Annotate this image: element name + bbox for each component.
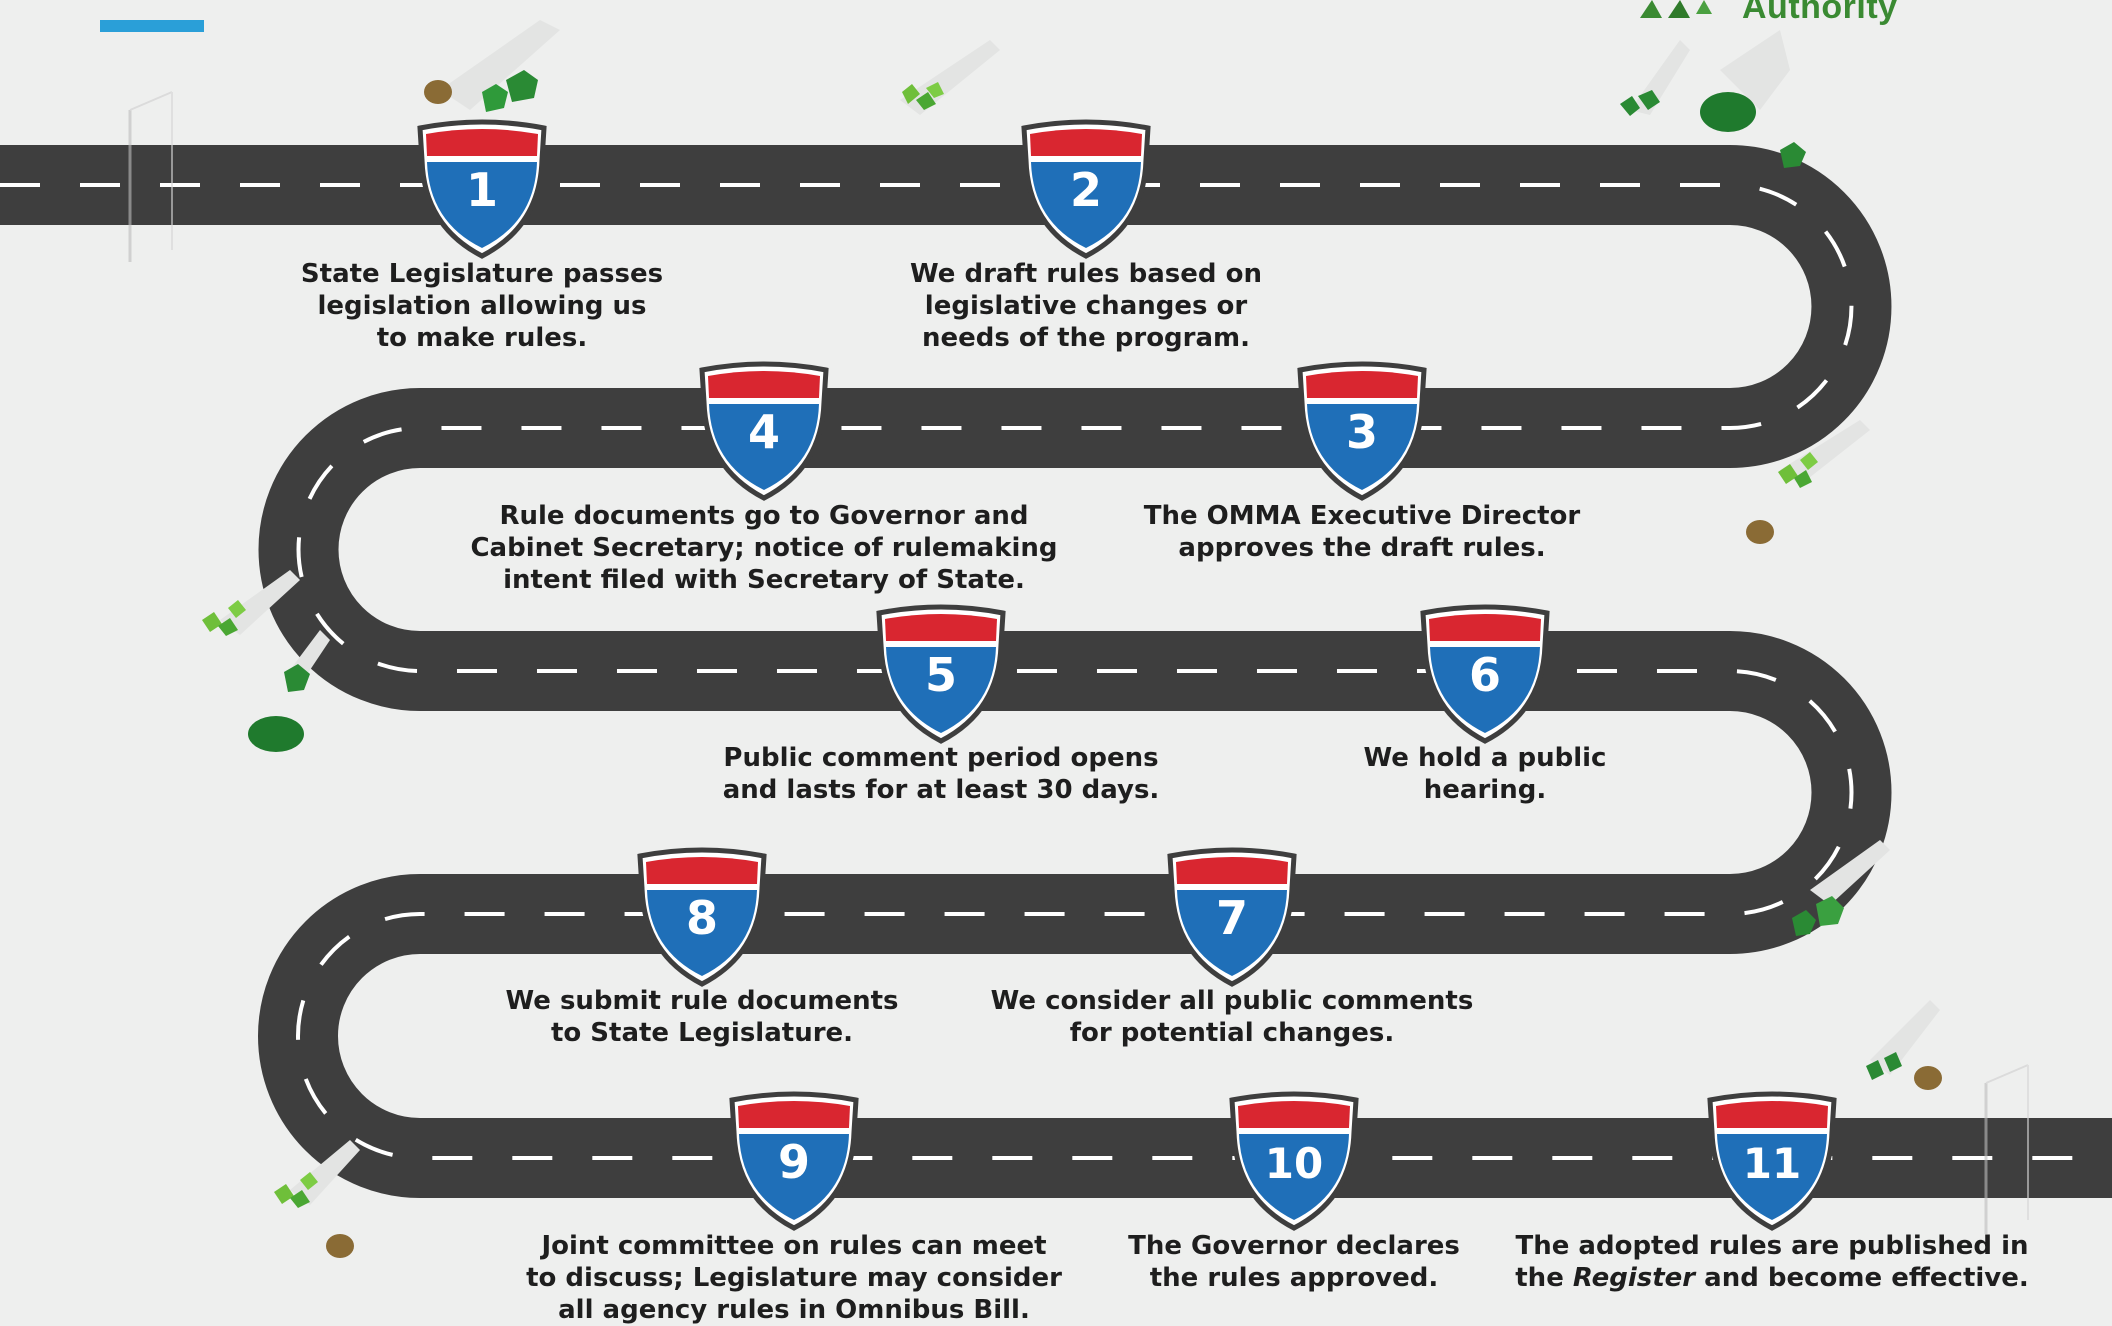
shield-body-blue	[427, 162, 537, 248]
caption-line: approves the draft rules.	[1178, 533, 1546, 563]
route-shield-1: 1	[417, 119, 547, 259]
shield-body-blue	[1177, 890, 1287, 976]
caption-segment: and become effective.	[1695, 1263, 2029, 1293]
caption-line: to make rules.	[376, 323, 588, 353]
caption-line: the Register and become effective.	[1515, 1262, 2028, 1294]
shield-top-red	[885, 614, 997, 641]
shield-body-blue	[1430, 647, 1540, 733]
caption-line: Rule documents go to Governor and	[499, 501, 1029, 531]
route-shield-5: 5	[876, 604, 1006, 744]
route-shield-10: 10	[1229, 1091, 1359, 1231]
shield-number: 1	[466, 163, 498, 217]
shield-top-red	[1429, 614, 1541, 641]
shield-body-blue	[739, 1134, 849, 1220]
shield-body-blue	[1239, 1134, 1349, 1220]
caption-italic-segment: Register	[1572, 1263, 1696, 1293]
caption-line: all agency rules in Omnibus Bill.	[558, 1295, 1030, 1325]
shield-number: 5	[925, 648, 957, 702]
shield-number: 11	[1743, 1139, 1801, 1188]
shield-number: 3	[1346, 405, 1378, 459]
route-shield-9: 9	[729, 1091, 859, 1231]
route-shield-4: 4	[699, 361, 829, 501]
shield-top-red	[1716, 1101, 1828, 1128]
caption-line: legislation allowing us	[317, 291, 647, 321]
shield-top-red	[1030, 129, 1142, 156]
caption-line: Public comment period opens	[723, 743, 1159, 773]
caption-line: Cabinet Secretary; notice of rulemaking	[470, 533, 1058, 563]
shield-top-red	[1306, 371, 1418, 398]
caption-line: the rules approved.	[1149, 1263, 1439, 1293]
caption-line: to discuss; Legislature may consider	[526, 1263, 1062, 1293]
route-shield-2: 2	[1021, 119, 1151, 259]
shield-body-blue	[1717, 1134, 1827, 1220]
caption-line: We draft rules based on	[910, 259, 1262, 289]
route-shield-3: 3	[1297, 361, 1427, 501]
shield-top-red	[426, 129, 538, 156]
accent-bar	[100, 20, 204, 32]
caption-line: We consider all public comments	[990, 986, 1474, 1016]
shield-number: 10	[1265, 1139, 1323, 1188]
shield-number: 9	[778, 1135, 810, 1189]
shield-number: 2	[1070, 163, 1102, 217]
route-shield-7: 7	[1167, 847, 1297, 987]
caption-line: The adopted rules are published in	[1515, 1230, 2028, 1262]
caption-line: The OMMA Executive Director	[1143, 501, 1581, 531]
route-shields: 1 2 3 4 5 6 7 8 9 10 11	[417, 119, 1837, 1231]
caption-line: hearing.	[1423, 775, 1547, 805]
shield-top-red	[738, 1101, 850, 1128]
decor-rocks	[202, 70, 1942, 1258]
shield-number: 6	[1469, 648, 1501, 702]
route-shield-11: 11	[1707, 1091, 1837, 1231]
shield-top-red	[1176, 857, 1288, 884]
shield-top-red	[1238, 1101, 1350, 1128]
start-gate	[128, 91, 173, 262]
shield-top-red	[708, 371, 820, 398]
route-shield-6: 6	[1420, 604, 1550, 744]
caption-line: to State Legislature.	[550, 1018, 854, 1048]
caption-line: for potential changes.	[1069, 1018, 1395, 1048]
caption-line: We submit rule documents	[505, 986, 899, 1016]
caption-segment: the	[1515, 1263, 1573, 1293]
caption-line: intent filed with Secretary of State.	[503, 565, 1025, 595]
caption-line: We hold a public	[1363, 743, 1607, 773]
shield-body-blue	[1307, 404, 1417, 490]
shield-body-blue	[886, 647, 996, 733]
shield-body-blue	[1031, 162, 1141, 248]
road	[0, 145, 2112, 1198]
shield-body-blue	[647, 890, 757, 976]
caption-line: Joint committee on rules can meet	[541, 1231, 1047, 1261]
shield-number: 8	[686, 891, 718, 945]
shield-number: 7	[1216, 891, 1248, 945]
caption-line: legislative changes or	[924, 291, 1248, 321]
caption-segment: The adopted rules are published in	[1515, 1231, 2029, 1261]
brand-text: Authority	[1742, 0, 1898, 26]
caption-line: and lasts for at least 30 days.	[722, 775, 1160, 805]
caption-line: State Legislature passes	[300, 259, 664, 289]
finish-gate	[1984, 1064, 2029, 1234]
caption-line: needs of the program.	[921, 323, 1251, 353]
shield-body-blue	[709, 404, 819, 490]
shield-number: 4	[748, 405, 780, 459]
shield-top-red	[646, 857, 758, 884]
route-shield-8: 8	[637, 847, 767, 987]
logo-mark	[1640, 0, 1712, 18]
caption-line: The Governor declares	[1128, 1231, 1460, 1261]
